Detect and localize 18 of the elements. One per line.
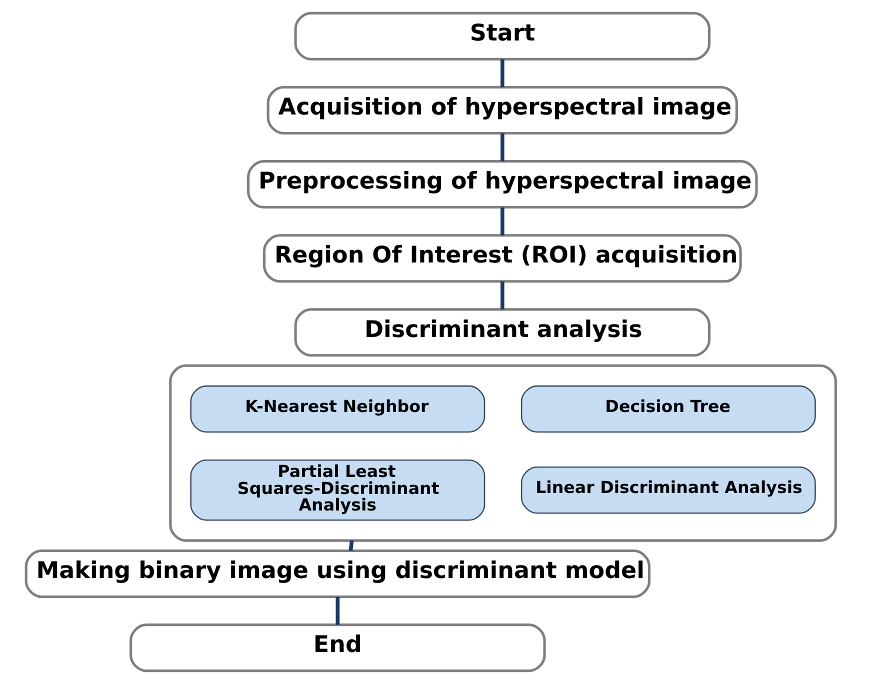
- node-box: Region Of Interest (ROI) acquisition: [262, 234, 742, 283]
- node-box: Preprocessing of hyperspectral image: [247, 160, 758, 209]
- connector: [500, 281, 504, 310]
- node-box: Making binary image using discriminant model: [24, 550, 651, 598]
- connector: [348, 540, 354, 551]
- connector: [336, 596, 340, 625]
- connector: [500, 207, 504, 236]
- cluster: [169, 364, 837, 542]
- connector: [500, 59, 504, 88]
- node-box: End: [130, 624, 546, 672]
- node-box: Discriminant analysis: [294, 308, 711, 357]
- node-box: Acquisition of hyperspectral image: [266, 86, 738, 134]
- connector: [500, 133, 504, 162]
- node-box: Linear Discriminant Analysis: [520, 466, 816, 514]
- node-box: Decision Tree: [520, 385, 816, 433]
- node-box: K-Nearest Neighbor: [190, 385, 486, 433]
- node-box: Partial Least Squares-Discriminant Analysis: [190, 459, 486, 521]
- node-box: Start: [294, 12, 711, 60]
